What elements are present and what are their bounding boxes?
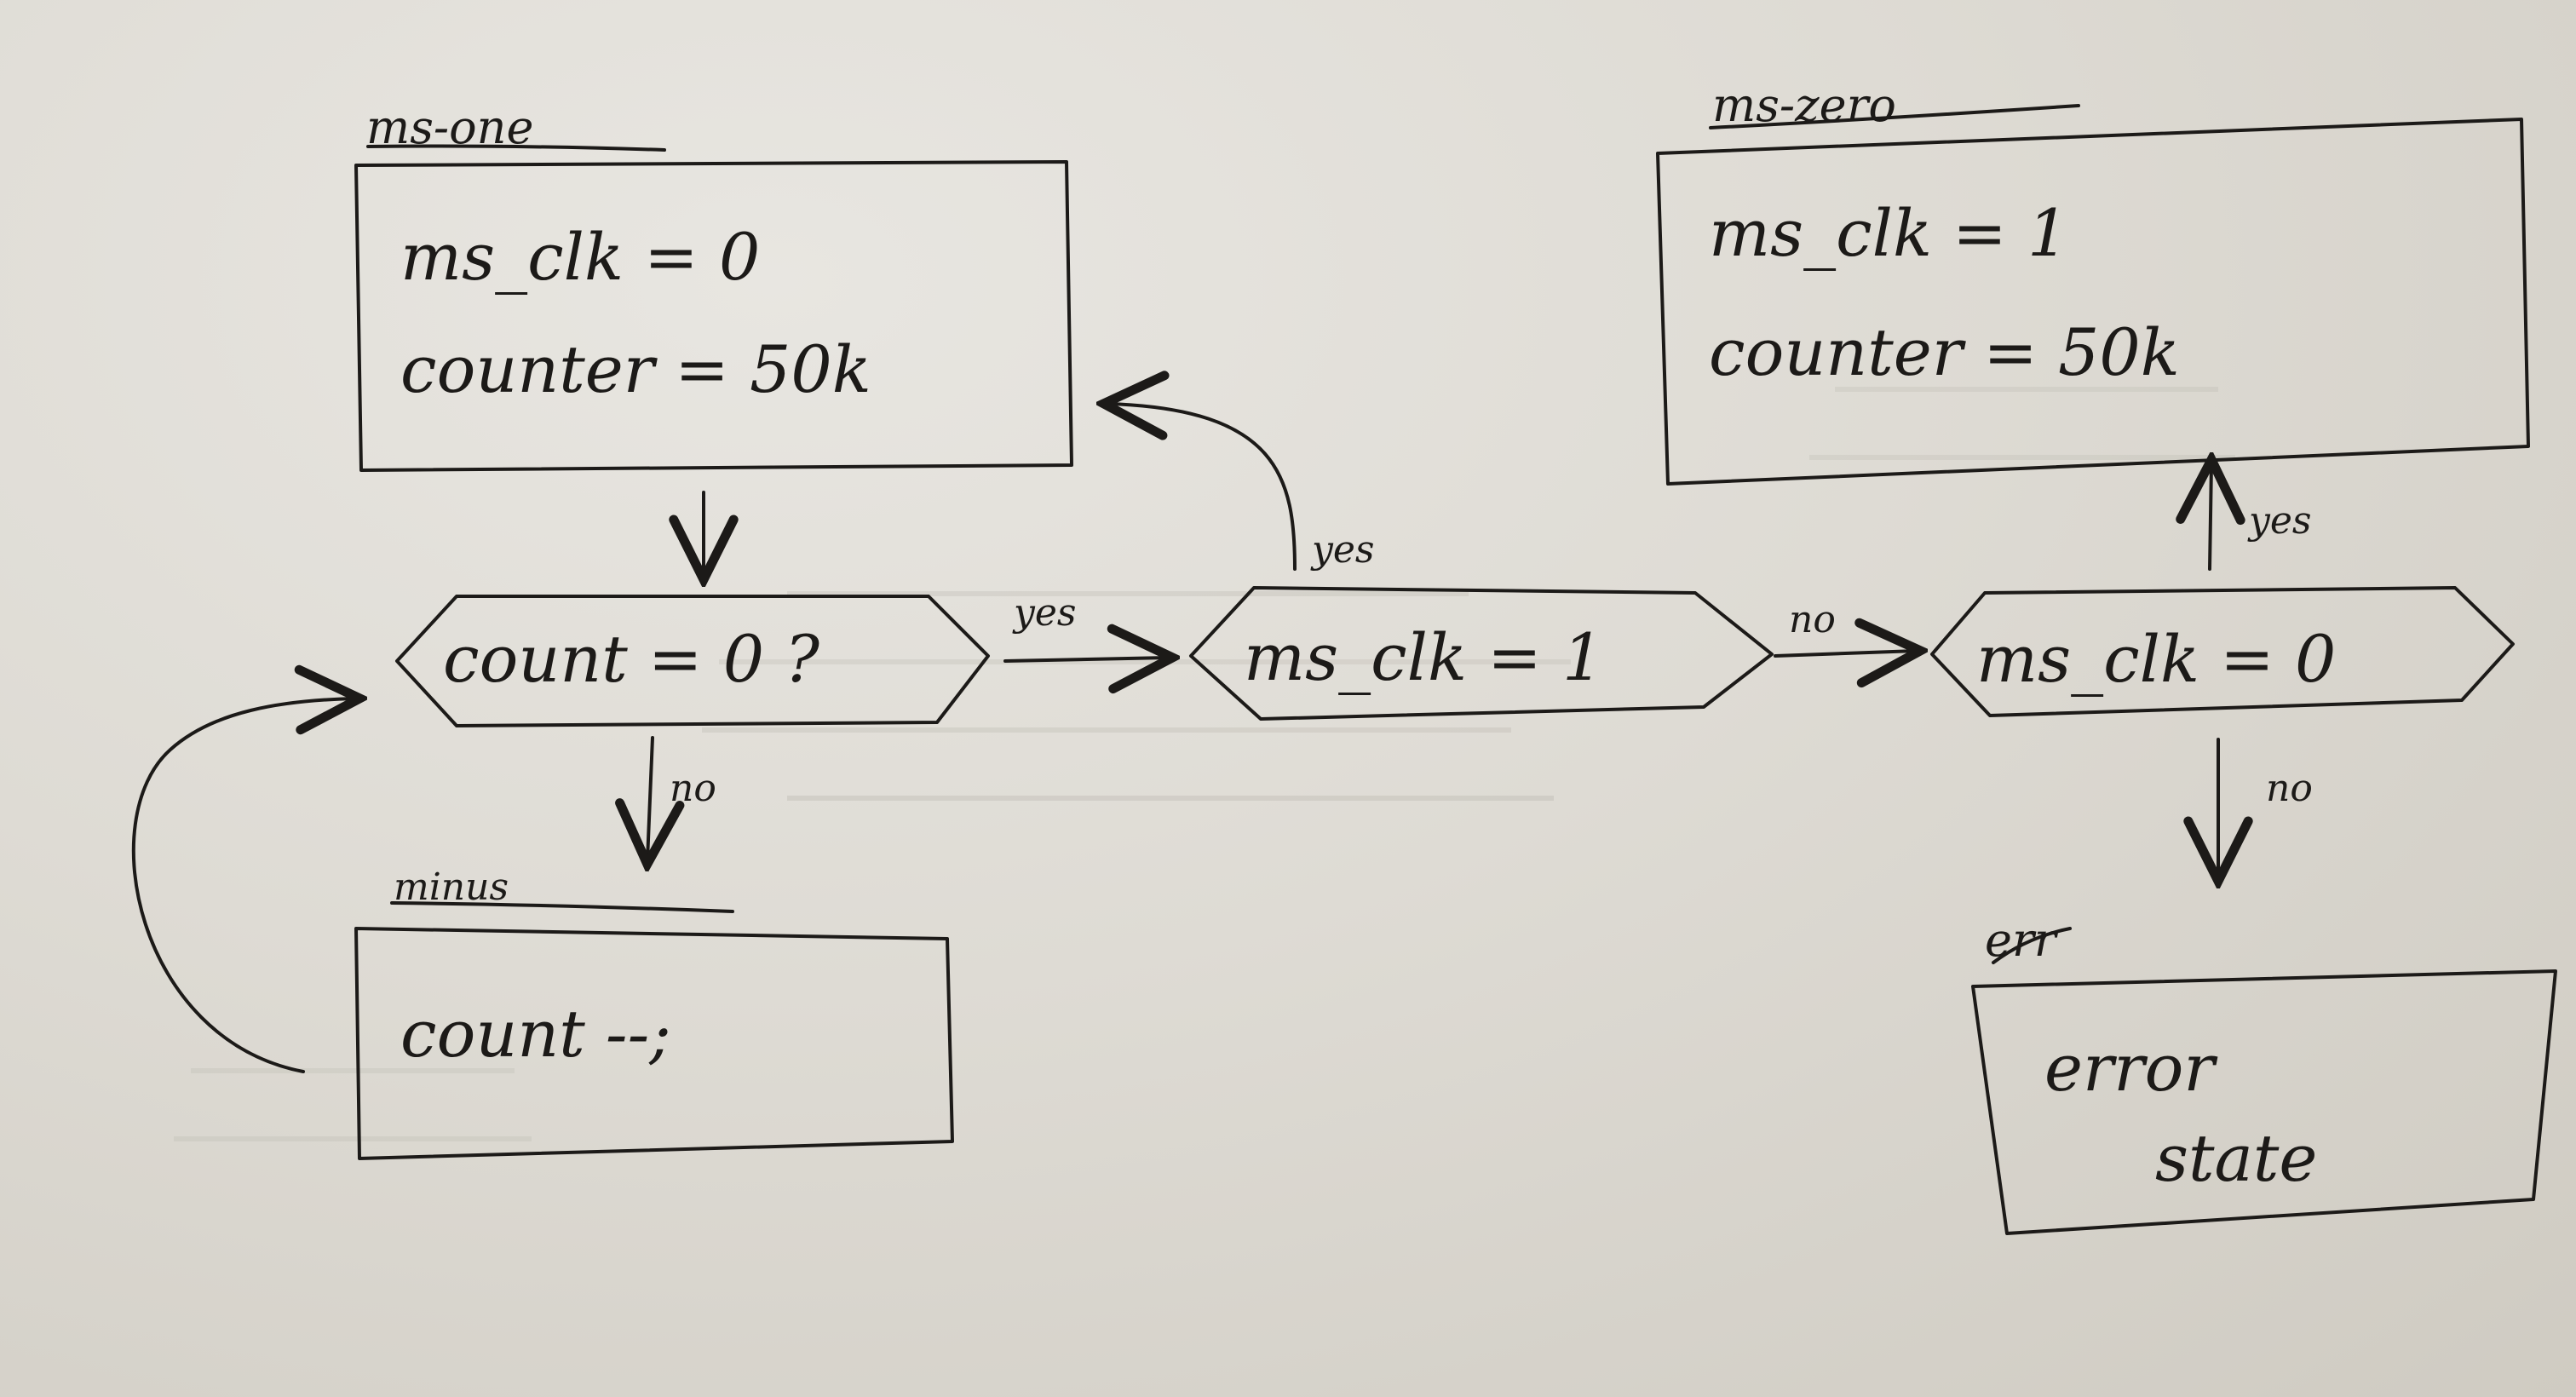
- state-name-minus: minus: [394, 865, 509, 909]
- decision-hexagon: [395, 595, 990, 727]
- edge-label-count-yes: yes: [1012, 591, 1076, 635]
- state-ms-one: ms-one ms_clk = 0 counter = 50k: [354, 101, 1073, 472]
- decision-hexagon: [1189, 586, 1774, 721]
- ms-zero-line-1: ms_clk = 1: [1709, 195, 2068, 271]
- ms-one-line-2: counter = 50k: [400, 331, 871, 407]
- state-name-underline: [1992, 927, 2072, 964]
- decision-hexagon: [1930, 586, 2515, 717]
- arrow-clk1-no: [1774, 651, 1917, 656]
- minus-line-1: count --;: [400, 996, 671, 1072]
- decision-ms-clk-1: ms_clk = 1: [1189, 586, 1774, 721]
- edge-label-clk1-yes: yes: [1310, 528, 1374, 572]
- arrow-clk0-yes: [2210, 463, 2211, 571]
- state-name-ms-zero: ms-zero: [1712, 78, 1896, 132]
- state-name-underline: [1709, 104, 2080, 129]
- ms-one-line-1: ms_clk = 0: [400, 219, 760, 295]
- state-ms-zero: ms-zero ms_clk = 1 counter = 50k: [1656, 78, 2530, 486]
- decision-ms-clk-0-label: ms_clk = 0: [1976, 621, 2336, 697]
- arrow-minus-loop: [131, 698, 356, 1073]
- state-box-err: [1971, 969, 2557, 1235]
- err-line-2: state: [2155, 1120, 2317, 1196]
- state-minus: minus count --;: [354, 865, 954, 1160]
- edge-label-clk0-no: no: [2266, 767, 2313, 810]
- ms-zero-line-2: counter = 50k: [1709, 314, 2180, 390]
- err-line-1: error: [2044, 1030, 2218, 1106]
- state-name-err: err: [1985, 913, 2059, 967]
- edge-label-count-no: no: [670, 767, 716, 810]
- state-name-ms-one: ms-one: [366, 101, 533, 154]
- edge-label-clk1-no: no: [1789, 598, 1836, 641]
- state-box-ms-zero: [1656, 118, 2530, 486]
- decision-count-zero: count = 0 ?: [395, 595, 990, 727]
- state-name-underline: [390, 901, 734, 913]
- decision-ms-clk-1-label: ms_clk = 1: [1244, 619, 1603, 695]
- state-box-ms-one: [354, 160, 1073, 472]
- decision-ms-clk-0: ms_clk = 0: [1930, 586, 2515, 717]
- state-box-minus: [354, 927, 954, 1160]
- arrow-count-no: [647, 736, 653, 860]
- state-name-underline: [366, 144, 666, 152]
- edge-label-clk0-yes: yes: [2247, 499, 2311, 543]
- state-err: err error state: [1971, 913, 2557, 1235]
- arrow-count-yes: [1003, 658, 1169, 661]
- arrow-clk1-yes: [1107, 404, 1297, 571]
- decision-count-zero-label: count = 0 ?: [443, 621, 820, 697]
